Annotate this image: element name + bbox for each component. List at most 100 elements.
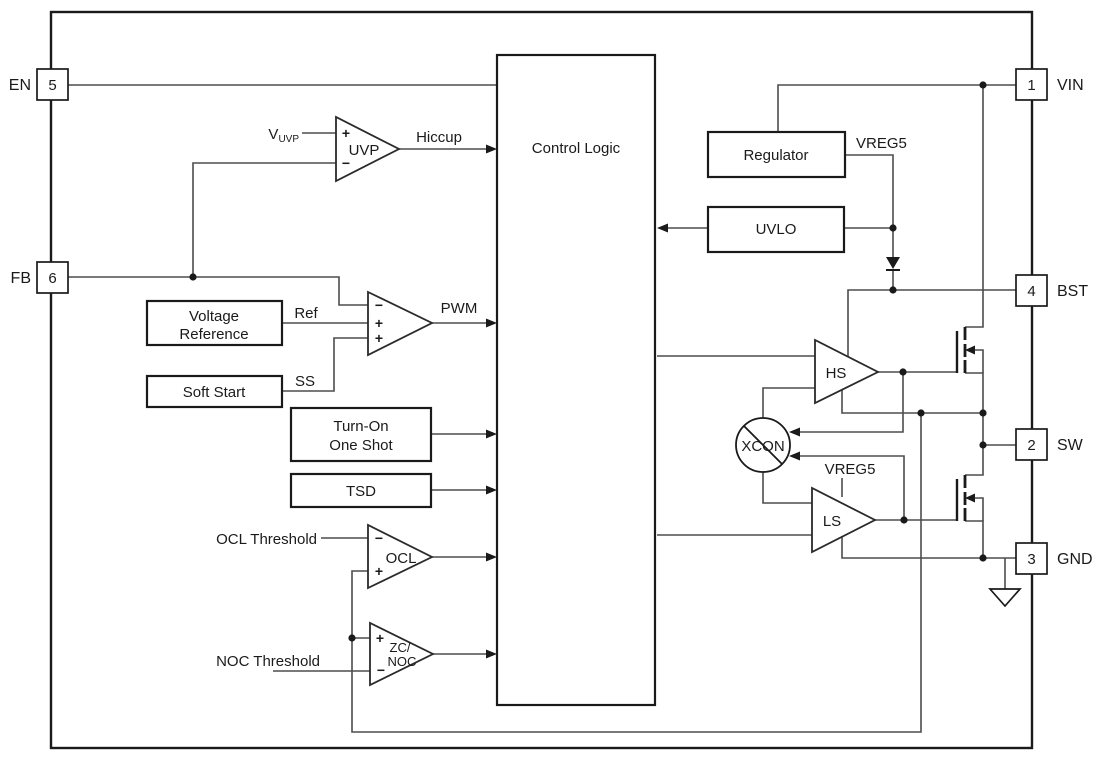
- wire-fb-to-pwm-minus: [68, 276, 368, 306]
- turn-on-one-shot-box: [289, 406, 433, 463]
- arrowhead-tsd: [486, 485, 497, 495]
- bootstrap-diode-icon: [886, 257, 900, 271]
- pin-en-number: 5: [48, 77, 56, 94]
- uvlo-label: UVLO: [756, 221, 797, 238]
- pin-bst-box: [1015, 274, 1048, 307]
- vuvp-label: VUVP: [268, 126, 299, 145]
- pin-en-box: [36, 68, 69, 101]
- ocl-threshold-label: OCL Threshold: [216, 531, 317, 548]
- pin-vin: 1 VIN: [1015, 68, 1084, 101]
- pin-en: 5 EN: [9, 68, 69, 101]
- wire-bst-to-hs-driver: [847, 289, 1016, 357]
- pin-vin-number: 1: [1027, 77, 1035, 94]
- wire-hs-source-sw-node: [965, 372, 984, 476]
- wire-hs-body-tie: [969, 349, 984, 373]
- high-side-mosfet-icon: [955, 327, 975, 373]
- uvp-comparator: [335, 115, 401, 183]
- ocl-comparator: [367, 523, 435, 590]
- pin-vin-box: [1015, 68, 1048, 101]
- pin-sw: 2 SW: [1015, 428, 1084, 461]
- wire-vin-to-regulator: [777, 84, 1016, 132]
- arrowhead-hiccup: [486, 144, 497, 154]
- pin-sw-label: SW: [1057, 437, 1084, 454]
- arrowhead-xcon-lower: [789, 451, 800, 461]
- control-logic-label: Control Logic: [532, 140, 621, 157]
- hs-driver-label: HS: [826, 365, 847, 382]
- ref-label: Ref: [294, 305, 318, 322]
- pwm-plus2-sign: +: [375, 330, 383, 346]
- junction-dot-hs-gate: [899, 368, 907, 376]
- zc-noc-label-line1: ZC/: [390, 640, 411, 655]
- ls-driver-label: LS: [823, 513, 841, 530]
- wire-ls-driver-return-to-gnd: [841, 537, 983, 559]
- junction-dot-sw: [979, 441, 987, 449]
- pwm-minus-sign: −: [375, 297, 383, 313]
- uvp-plus-sign: +: [342, 125, 350, 141]
- noc-threshold-label: NOC Threshold: [216, 653, 320, 670]
- pin-vin-label: VIN: [1057, 77, 1084, 94]
- pin-gnd-number: 3: [1027, 551, 1035, 568]
- wire-ls-body-tie: [969, 497, 984, 521]
- ls-driver: [811, 486, 877, 554]
- uvp-label: UVP: [349, 142, 380, 159]
- junction-dot-sense: [348, 634, 356, 642]
- chip-outline: [49, 10, 1034, 750]
- wire-xcon-to-ls: [762, 472, 812, 504]
- pin-fb-label: FB: [11, 270, 31, 287]
- pin-gnd-label: GND: [1057, 551, 1093, 568]
- pwm-label: PWM: [441, 300, 478, 317]
- pin-gnd-box: [1015, 542, 1048, 575]
- soft-start-box: [145, 374, 284, 409]
- pin-sw-number: 2: [1027, 437, 1035, 454]
- pin-bst-number: 4: [1027, 283, 1035, 300]
- regulator-box: [706, 130, 847, 179]
- hs-driver: [814, 338, 881, 405]
- wire-ls-gate-sense-to-xcon: [800, 455, 905, 520]
- arrowhead-zcnoc: [486, 649, 497, 659]
- junction-dot-ls-gate: [900, 516, 908, 524]
- junction-dot-bst: [889, 286, 897, 294]
- pwm-comparator: [367, 290, 435, 357]
- tsd-label: TSD: [346, 483, 376, 500]
- ls-fet-body-arrow-icon: [965, 493, 975, 503]
- pin-fb: 6 FB: [11, 261, 69, 294]
- vreg5-regulator-label: VREG5: [856, 135, 907, 152]
- wire-current-sense-loop: [351, 413, 922, 733]
- vuvp-base: V: [268, 126, 278, 143]
- ocl-plus-sign: +: [375, 563, 383, 579]
- vuvp-subscript: UVP: [278, 134, 299, 145]
- turn-on-one-shot-label-line1: Turn-On: [333, 418, 388, 435]
- zc-noc-label-line2: NOC: [388, 654, 417, 669]
- turn-on-one-shot-label-line2: One Shot: [329, 437, 393, 454]
- pin-fb-number: 6: [48, 270, 56, 287]
- arrowhead-oneshot: [486, 429, 497, 439]
- junction-dot-gnd: [979, 554, 987, 562]
- zc-noc-comparator: [369, 621, 436, 687]
- wire-hs-driver-return-to-sw: [841, 390, 983, 414]
- ocl-minus-sign: −: [375, 530, 383, 546]
- pin-gnd: 3 GND: [1015, 542, 1093, 575]
- pin-sw-box: [1015, 428, 1048, 461]
- pin-bst-label: BST: [1057, 283, 1088, 300]
- junction-dot-sw-sense: [917, 409, 925, 417]
- ocl-label: OCL: [386, 550, 417, 567]
- arrowhead-xcon-upper: [789, 427, 800, 437]
- pin-en-label: EN: [9, 77, 31, 94]
- zc-noc-plus-sign: +: [376, 630, 384, 646]
- pin-bst: 4 BST: [1015, 274, 1088, 307]
- junction-dot-vin: [979, 81, 987, 89]
- pwm-plus1-sign: +: [375, 315, 383, 331]
- voltage-reference-label-line1: Voltage: [189, 308, 239, 325]
- xcon-slash: [743, 425, 783, 465]
- voltage-reference-label-line2: Reference: [179, 326, 248, 343]
- wire-hs-gate-sense-to-xcon: [800, 372, 904, 433]
- wire-vreg5-to-diode: [845, 154, 894, 290]
- arrowhead-pwm: [486, 318, 497, 328]
- ground-icon: [988, 588, 1022, 608]
- wire-ss-lead: [282, 337, 368, 392]
- junction-dot-hs-return: [979, 409, 987, 417]
- tsd-box: [289, 472, 433, 509]
- wire-xcon-to-hs: [762, 387, 815, 418]
